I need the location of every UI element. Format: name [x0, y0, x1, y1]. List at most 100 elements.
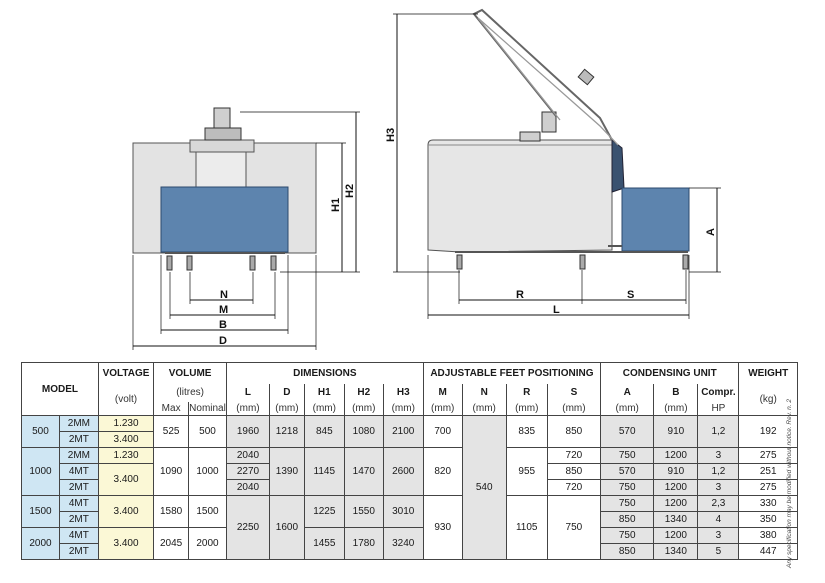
label-S: S [627, 289, 634, 301]
label-M: M [219, 304, 228, 316]
header-row-columns: (volt) (litres) L D H1 H2 H3 M N R S A B… [22, 383, 798, 416]
label-A: A [705, 228, 717, 236]
volume-nominal-cell: 500 [188, 415, 227, 448]
col-H2: H2 [343, 383, 384, 402]
cu-A-cell: 850 [600, 511, 655, 528]
L-cell: 2040 [225, 479, 270, 496]
H1-cell: 1455 [303, 527, 345, 560]
front-view: N M B D H1 H2 [132, 107, 360, 350]
model-cell: 4MT [58, 463, 99, 480]
weight-cell: 350 [738, 511, 798, 528]
col-S: S [546, 383, 602, 402]
unit-R: (mm) [505, 401, 548, 416]
voltage-cell: 3.400 [97, 527, 155, 560]
col-compr: Compr. [697, 383, 740, 402]
compr-cell: 1,2 [697, 463, 740, 480]
col-L: L [225, 383, 270, 402]
cu-A-cell: 750 [600, 527, 655, 544]
unit-A: (mm) [600, 401, 655, 416]
table-row: 2000 4MT 3.400 2045 2000 1455 1780 3240 … [21, 527, 798, 560]
H3-cell: 3240 [382, 527, 424, 560]
col-H1: H1 [303, 383, 345, 402]
R-cell: 1105 [505, 495, 548, 560]
table-row: 1000 2MM 1.230 1090 1000 2040 1390 1145 … [21, 447, 798, 496]
label-H1: H1 [330, 198, 342, 212]
weight-unit: (kg) [738, 383, 798, 416]
label-N: N [220, 289, 228, 301]
cu-A-cell: 750 [600, 447, 655, 464]
cu-B-cell: 1200 [653, 479, 699, 496]
cu-B-cell: 1200 [653, 495, 699, 512]
M-cell: 820 [422, 447, 463, 496]
model-cell: 2MT [58, 543, 99, 560]
capacity-cell: 500 [21, 415, 60, 448]
label-L: L [553, 304, 560, 316]
label-B: B [219, 319, 227, 331]
R-cell: 955 [505, 447, 548, 496]
S-cell: 750 [546, 495, 602, 560]
cu-B-cell: 1340 [653, 543, 699, 560]
S-cell: 720 [546, 447, 602, 464]
cu-B-cell: 910 [653, 415, 699, 448]
cu-B-cell: 1200 [653, 527, 699, 544]
N-cell: 540 [461, 415, 507, 560]
D-cell: 1600 [268, 495, 305, 560]
cu-B-cell: 910 [653, 463, 699, 480]
compr-cell: 3 [697, 527, 740, 544]
revision-note: Any specification may be modified withou… [786, 399, 793, 568]
volume-nominal-cell: 2000 [188, 527, 227, 560]
col-D: D [268, 383, 305, 402]
weight-cell: 380 [738, 527, 798, 544]
unit-M: (mm) [422, 401, 463, 416]
unit-B: (mm) [653, 401, 699, 416]
S-cell: 720 [546, 479, 602, 496]
compr-cell: 4 [697, 511, 740, 528]
S-cell: 850 [546, 415, 602, 448]
volume-max-cell: 1090 [153, 447, 190, 496]
header-voltage: VOLTAGE [97, 362, 155, 384]
cu-A-cell: 750 [600, 479, 655, 496]
volume-max-cell: 1580 [153, 495, 190, 528]
label-D: D [219, 335, 227, 347]
voltage-cell: 3.400 [97, 495, 155, 528]
voltage-unit: (volt) [97, 383, 155, 416]
unit-D: (mm) [268, 401, 305, 416]
model-cell: 2MT [58, 431, 99, 448]
S-cell: 850 [546, 463, 602, 480]
cu-B-cell: 1340 [653, 511, 699, 528]
H1-cell: 1145 [303, 447, 345, 496]
spec-table: MODEL VOLTAGE VOLUME DIMENSIONS ADJUSTAB… [21, 362, 798, 560]
L-cell: 2040 [225, 447, 270, 464]
header-weight: WEIGHT [738, 362, 798, 384]
header-row-units: Max Nominal (mm) (mm) (mm) (mm) (mm) (mm… [22, 401, 798, 416]
L-cell: 2270 [225, 463, 270, 480]
H1-cell: 1225 [303, 495, 345, 528]
table-row: 2MT 850 1340 5 447 [22, 543, 798, 560]
volume-nominal-cell: 1500 [188, 495, 227, 528]
col-N: N [461, 383, 507, 402]
model-cell: 2MM [58, 447, 99, 464]
volume-max-label: Max [153, 401, 190, 416]
D-cell: 1390 [268, 447, 305, 496]
model-cell: 2MT [58, 479, 99, 496]
volume-nominal-label: Nominal [188, 401, 227, 416]
header-condensing: CONDENSING UNIT [600, 362, 740, 384]
H1-cell: 845 [303, 415, 345, 448]
weight-cell: 192 [738, 415, 798, 448]
compr-cell: 2,3 [697, 495, 740, 512]
compr-cell: 3 [697, 479, 740, 496]
cu-A-cell: 850 [600, 543, 655, 560]
unit-N: (mm) [461, 401, 507, 416]
unit-L: (mm) [225, 401, 270, 416]
label-H3: H3 [385, 128, 397, 142]
col-M: M [422, 383, 463, 402]
L-cell: 2250 [225, 495, 270, 560]
R-cell: 835 [505, 415, 548, 448]
model-cell: 4MT [58, 495, 99, 512]
H2-cell: 1550 [343, 495, 384, 528]
model-cell: 2MT [58, 511, 99, 528]
col-B: B [653, 383, 699, 402]
header-feet: ADJUSTABLE FEET POSITIONING [422, 362, 602, 384]
cu-A-cell: 570 [600, 463, 655, 480]
model-cell: 2MM [58, 415, 99, 432]
